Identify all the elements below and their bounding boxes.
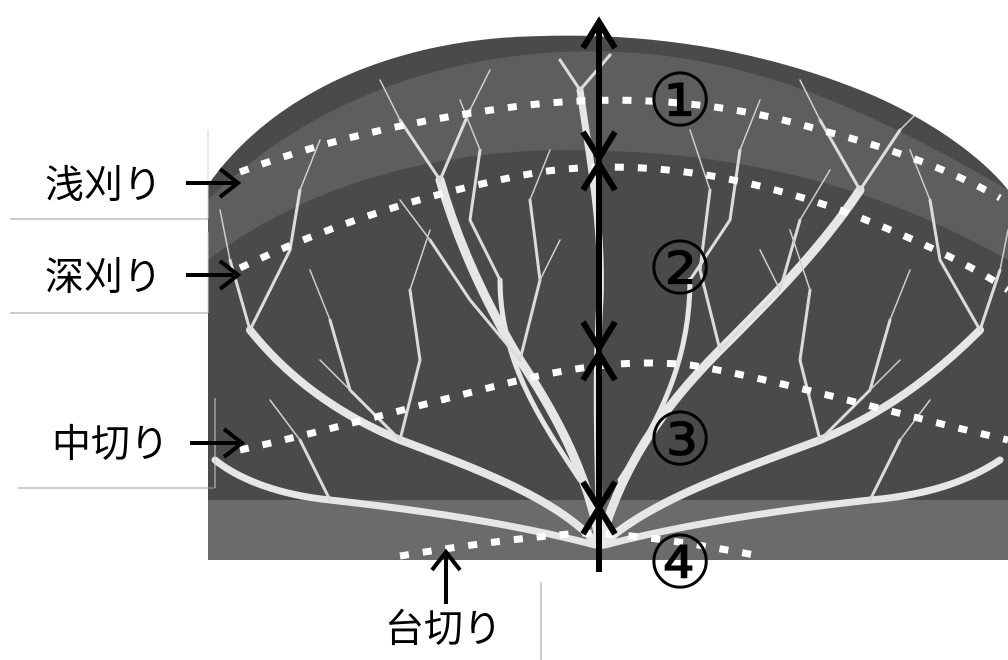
zone-number-3: ③ <box>647 397 713 483</box>
medium-cut-label: 中切り <box>52 422 169 467</box>
bottom-label: 台切り <box>385 552 541 660</box>
zone-number-2: ② <box>647 226 713 312</box>
base-cut-label: 台切り <box>385 607 502 652</box>
zone-number-1: ① <box>647 58 713 144</box>
bush-photo <box>208 36 1008 560</box>
left-labels: 浅刈り 深刈り 中切り <box>10 130 242 488</box>
shallow-cut-label: 浅刈り <box>45 163 162 208</box>
zone-number-4: ④ <box>647 520 713 606</box>
deep-cut-label: 深刈り <box>45 255 162 300</box>
